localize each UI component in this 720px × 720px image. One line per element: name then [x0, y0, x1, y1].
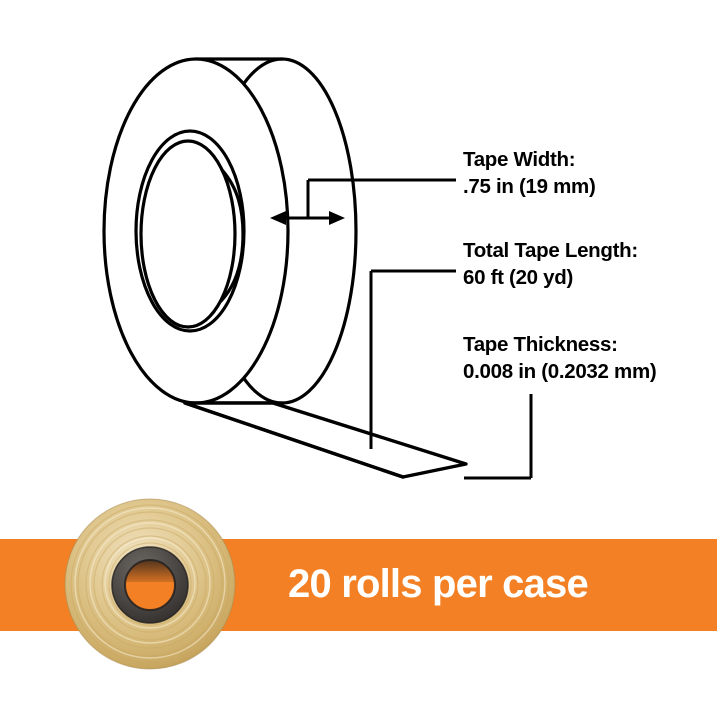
spec-total-tape-length: Total Tape Length: 60 ft (20 yd): [463, 237, 638, 291]
leader-tape-width: [277, 178, 456, 220]
roll-core-inner-ellipse: [139, 139, 237, 329]
tape-roll-photo: [64, 498, 236, 670]
spec-total-tape-length-label: Total Tape Length:: [463, 239, 638, 262]
spec-tape-thickness: Tape Thickness: 0.008 in (0.2032 mm): [463, 331, 657, 385]
spec-tape-thickness-value: 0.008 in (0.2032 mm): [463, 360, 657, 383]
leader-total-length: [369, 269, 456, 449]
spec-total-tape-length-value: 60 ft (20 yd): [463, 266, 574, 289]
spec-tape-width-value: .75 in (19 mm): [463, 175, 596, 198]
tape-strip-fold-line: [183, 401, 405, 479]
tape-photo-hole-shading: [125, 560, 175, 582]
rolls-per-case-text: 20 rolls per case: [288, 562, 589, 606]
tape-photo-core-rim: [111, 546, 189, 624]
leader-tape-thickness: [464, 394, 533, 480]
spec-tape-width: Tape Width: .75 in (19 mm): [463, 146, 596, 200]
tape-photo-hole-rim: [124, 559, 176, 611]
width-arrowheads: [270, 211, 345, 225]
spec-tape-width-label: Tape Width:: [463, 148, 576, 171]
tape-photo-outline: [64, 498, 236, 670]
tape-photo-highlights: [74, 507, 226, 659]
width-arrowhead-right: [329, 211, 345, 225]
width-arrowhead-left: [270, 211, 286, 225]
tape-strip-outline: [183, 401, 468, 479]
roll-core-ellipses: [134, 129, 246, 333]
tape-strip: [183, 401, 468, 479]
spec-tape-thickness-label: Tape Thickness:: [463, 333, 618, 356]
roll-inner-bore: [219, 168, 245, 303]
roll-bore-wall: [219, 168, 245, 303]
tape-photo-windings: [70, 504, 230, 664]
